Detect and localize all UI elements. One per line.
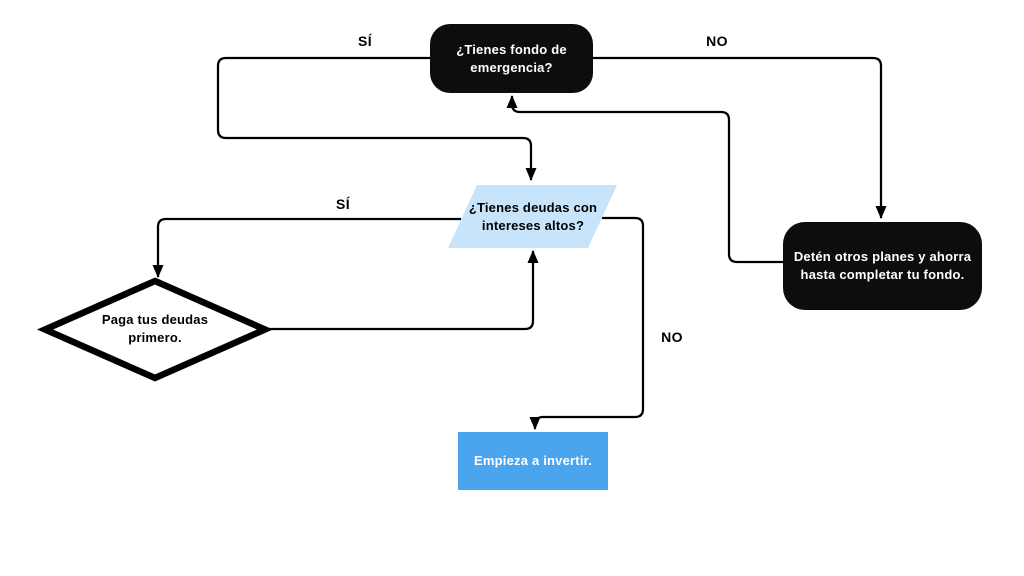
node-start-investing: Empieza a invertir. (458, 432, 608, 490)
node-stop-plans-and-save: Detén otros planes y ahorra hasta comple… (783, 222, 982, 310)
node-emergency-fund-question: ¿Tienes fondo de emergencia? (430, 24, 593, 93)
node-debts-question: ¿Tienes deudas con intereses altos? (468, 199, 598, 233)
diamond-shape (36, 277, 274, 382)
edge-label-no-top: NO (706, 33, 728, 49)
edge-no-middle-line (529, 216, 645, 430)
edge-no-top-line (593, 56, 887, 219)
edge-si-middle-line (152, 217, 461, 278)
edge-diamond-return-line (265, 250, 539, 331)
edge-loop-back-line (506, 95, 783, 264)
edge-label-si-middle: SÍ (335, 196, 351, 212)
edge-si-top-line (216, 56, 537, 181)
edge-label-si-top: SÍ (357, 33, 373, 49)
node-pay-debts-first: Paga tus deudas primero. (101, 312, 209, 345)
edge-label-no-middle: NO (661, 329, 683, 345)
